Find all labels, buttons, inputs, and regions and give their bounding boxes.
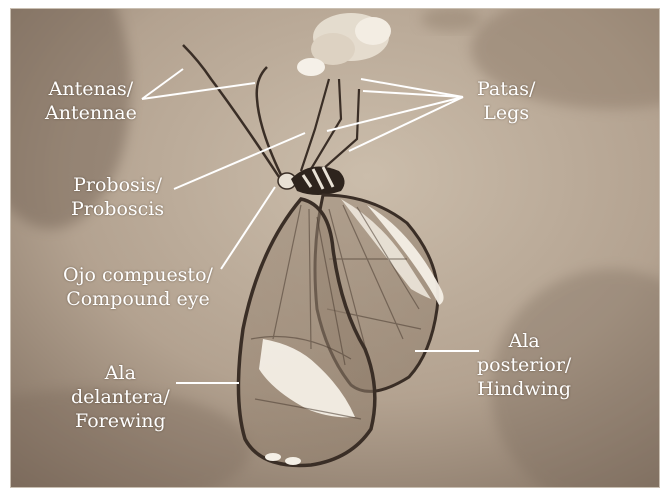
label-compound-eye: Ojo compuesto/ Compound eye [63, 263, 213, 311]
label-proboscis: Probosis/ Proboscis [71, 173, 164, 221]
label-antennae: Antenas/ Antennae [45, 77, 137, 125]
label-legs: Patas/ Legs [477, 77, 535, 125]
label-forewing: Ala delantera/ Forewing [71, 361, 170, 433]
butterfly-figure: Antenas/ Antennae Patas/ Legs Probosis/ … [10, 8, 660, 488]
label-hindwing: Ala posterior/ Hindwing [477, 329, 571, 401]
